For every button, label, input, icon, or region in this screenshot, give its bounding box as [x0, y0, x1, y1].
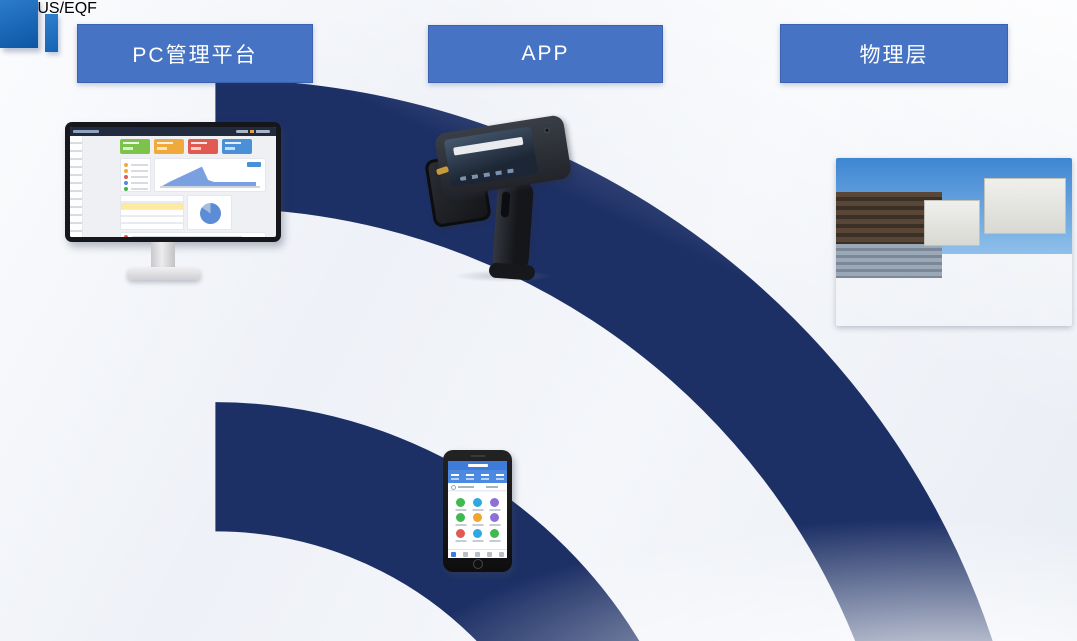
dashboard-area-chart: [154, 158, 266, 192]
app-icon: [490, 498, 499, 508]
phone-home-button: [472, 559, 483, 569]
dashboard-status-list: [120, 158, 151, 192]
header-pc-platform-label: PC管理平台: [132, 43, 258, 67]
dashboard-stat-card-blue: [222, 139, 252, 154]
dashboard-preview: [70, 127, 276, 237]
photo-ac-unit: [924, 200, 980, 246]
monitor-stand-base: [127, 267, 201, 280]
app-bottom-nav: [448, 549, 507, 558]
app-icon: [473, 498, 482, 508]
dashboard-footer-panel: [120, 232, 266, 237]
rfid-signal-icon: [214, 79, 993, 641]
handheld-rfid-scanner: [424, 114, 580, 286]
app-search-row: [448, 483, 507, 491]
dashboard-table: [120, 195, 184, 230]
header-physical-layer-label: 物理层: [859, 43, 929, 67]
dashboard-stat-card-orange: [154, 139, 184, 154]
header-pc-platform: PC管理平台: [77, 24, 313, 83]
app-icon: [490, 513, 499, 523]
pc-monitor: [65, 118, 281, 286]
monitor-stand-neck: [151, 242, 175, 268]
header-physical-layer: 物理层: [780, 24, 1008, 83]
app-screen: [448, 461, 507, 558]
app-icon: [473, 528, 482, 538]
scanner-grip-cap: [488, 262, 536, 281]
scanner-pistol-grip: [491, 178, 535, 274]
dashboard-topbar: [70, 127, 276, 136]
dashboard-stat-card-green: [120, 139, 150, 154]
dashboard-stat-card-red: [188, 139, 218, 154]
monitor-screen: [65, 122, 281, 242]
header-app-label: APP: [521, 42, 570, 65]
app-icon: [456, 513, 465, 523]
smartphone: [443, 450, 512, 572]
dashboard-pie-chart: [187, 195, 232, 230]
app-header: [448, 461, 507, 470]
accent-bar-small: [45, 14, 58, 52]
site-photo: [836, 158, 1072, 326]
phone-speaker: [470, 455, 485, 457]
app-icon-grid: [448, 492, 507, 549]
scanner-camera-icon: [543, 126, 552, 135]
app-icon: [456, 528, 465, 538]
app-icon: [456, 498, 465, 508]
accent-bar-large: [0, 0, 38, 48]
photo-ac-unit: [984, 178, 1066, 234]
header-app: APP: [428, 25, 663, 83]
scanner-terminal-body: [433, 114, 573, 198]
app-icon: [490, 528, 499, 538]
app-icon: [473, 513, 482, 523]
scanner-screen: [443, 126, 539, 188]
photo-rack: [836, 244, 942, 278]
dashboard-sidebar: [70, 136, 83, 237]
rfid-brand-label: AIRBUS/EQF: [0, 0, 97, 17]
app-stats-band: [448, 470, 507, 483]
